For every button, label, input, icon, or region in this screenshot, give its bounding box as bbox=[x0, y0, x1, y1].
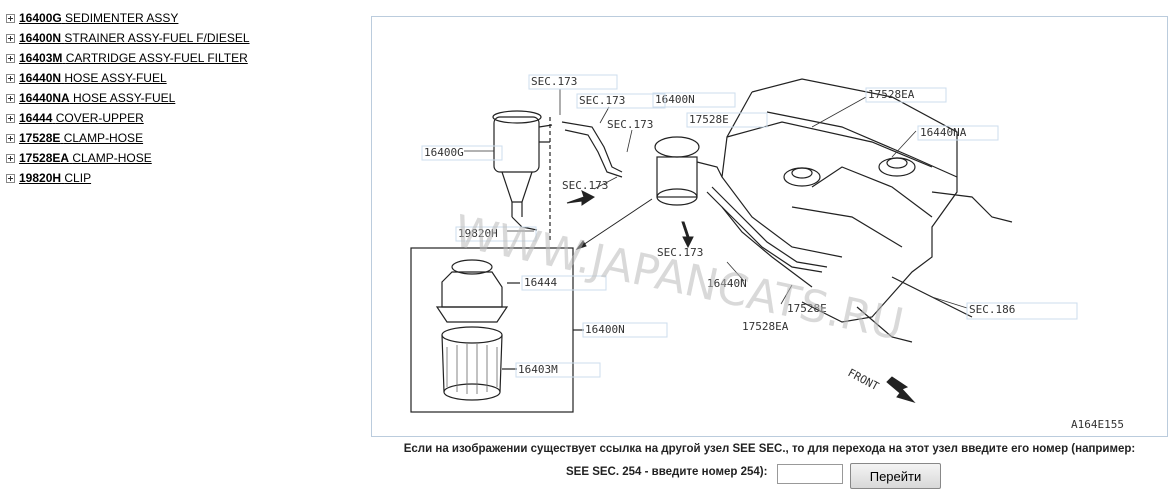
part-item[interactable]: 16444 COVER-UPPER bbox=[6, 108, 366, 128]
watermark: WWW.JAPANCATS.RU bbox=[450, 206, 908, 351]
expand-icon[interactable] bbox=[6, 113, 15, 123]
label-sec173[interactable]: SEC.173 bbox=[657, 246, 703, 259]
sedimenter bbox=[492, 110, 553, 242]
label-boxes bbox=[421, 74, 1078, 378]
section-number-input[interactable] bbox=[777, 464, 843, 484]
label-part[interactable]: 16400G bbox=[424, 146, 464, 159]
part-link[interactable]: 19820H CLIP bbox=[19, 171, 92, 185]
diagram-labels: SEC.173 SEC.173 SEC.173 SEC.173 SEC.173 … bbox=[424, 75, 1124, 431]
part-link[interactable]: 16403M CARTRIDGE ASSY-FUEL FILTER bbox=[19, 51, 248, 65]
label-part[interactable]: 17528EA bbox=[868, 88, 915, 101]
label-part[interactable]: 17528EA bbox=[742, 320, 789, 333]
expand-icon[interactable] bbox=[6, 93, 15, 103]
expand-icon[interactable] bbox=[6, 53, 15, 63]
diagram-code: A164E155 bbox=[1071, 418, 1124, 431]
part-item[interactable]: 17528EA CLAMP-HOSE bbox=[6, 148, 366, 168]
label-part[interactable]: 16400N bbox=[585, 323, 625, 336]
part-link[interactable]: 16400N STRAINER ASSY-FUEL F/DIESEL bbox=[19, 31, 250, 45]
part-item[interactable]: 19820H CLIP bbox=[6, 168, 366, 188]
label-sec186[interactable]: SEC.186 bbox=[969, 303, 1015, 316]
expand-icon[interactable] bbox=[6, 153, 15, 163]
label-sec173[interactable]: SEC.173 bbox=[579, 94, 625, 107]
fuel-hoses bbox=[561, 121, 828, 288]
expand-icon[interactable] bbox=[6, 133, 15, 143]
part-item[interactable]: 16400N STRAINER ASSY-FUEL F/DIESEL bbox=[6, 28, 366, 48]
part-link[interactable]: 16400G SEDIMENTER ASSY bbox=[19, 11, 179, 25]
front-label: FRONT bbox=[846, 366, 882, 393]
expand-icon[interactable] bbox=[6, 73, 15, 83]
part-item[interactable]: 16440NA HOSE ASSY-FUEL bbox=[6, 88, 366, 108]
label-part[interactable]: 16403M bbox=[518, 363, 558, 376]
expand-icon[interactable] bbox=[6, 173, 15, 183]
label-sec173[interactable]: SEC.173 bbox=[607, 118, 653, 131]
leader-lines bbox=[464, 89, 968, 309]
expand-icon[interactable] bbox=[6, 33, 15, 43]
label-part[interactable]: 16440N bbox=[707, 277, 747, 290]
label-part[interactable]: 16444 bbox=[524, 276, 557, 289]
part-link[interactable]: 17528E CLAMP-HOSE bbox=[19, 131, 144, 145]
label-part[interactable]: 17528E bbox=[689, 113, 729, 126]
parts-list: 16400G SEDIMENTER ASSY 16400N STRAINER A… bbox=[6, 8, 366, 188]
part-link[interactable]: 16440NA HOSE ASSY-FUEL bbox=[19, 91, 176, 105]
label-part[interactable]: 16440NA bbox=[920, 126, 967, 139]
flow-arrows bbox=[566, 190, 916, 403]
go-button[interactable]: Перейти bbox=[850, 463, 941, 489]
part-item[interactable]: 16400G SEDIMENTER ASSY bbox=[6, 8, 366, 28]
label-part[interactable]: 17528E bbox=[787, 302, 827, 315]
label-sec173[interactable]: SEC.173 bbox=[531, 75, 577, 88]
label-part[interactable]: 19820H bbox=[458, 227, 498, 240]
part-link[interactable]: 16444 COVER-UPPER bbox=[19, 111, 144, 125]
filter-assembly bbox=[654, 136, 723, 206]
parts-diagram: SEC.173 SEC.173 SEC.173 SEC.173 SEC.173 … bbox=[371, 16, 1168, 437]
label-sec173[interactable]: SEC.173 bbox=[562, 179, 608, 192]
see-sec-example: SEE SEC. 254 - введите номер 254): bbox=[566, 466, 768, 478]
part-item[interactable]: 17528E CLAMP-HOSE bbox=[6, 128, 366, 148]
part-link[interactable]: 17528EA CLAMP-HOSE bbox=[19, 151, 152, 165]
part-link[interactable]: 16440N HOSE ASSY-FUEL bbox=[19, 71, 167, 85]
detail-inset bbox=[410, 247, 584, 413]
part-item[interactable]: 16440N HOSE ASSY-FUEL bbox=[6, 68, 366, 88]
see-sec-instruction: Если на изображении существует ссылка на… bbox=[403, 443, 1136, 455]
part-item[interactable]: 16403M CARTRIDGE ASSY-FUEL FILTER bbox=[6, 48, 366, 68]
label-part[interactable]: 16400N bbox=[655, 93, 695, 106]
diagram-drawing: SEC.173 SEC.173 SEC.173 SEC.173 SEC.173 … bbox=[410, 74, 1124, 431]
expand-icon[interactable] bbox=[6, 13, 15, 23]
